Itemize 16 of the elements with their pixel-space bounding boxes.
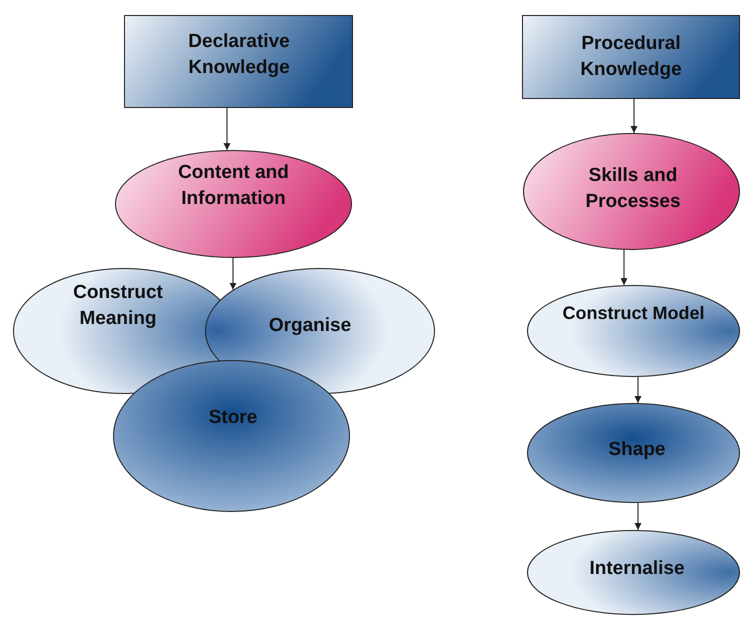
node-label: Content and Information <box>177 161 290 211</box>
arrow <box>620 249 628 286</box>
node-label: Procedural Knowledge <box>579 32 683 82</box>
node-label: Store <box>208 406 258 430</box>
arrow <box>630 98 638 134</box>
arrow <box>634 502 642 531</box>
node-label: Construct Model <box>562 302 706 325</box>
node-label: Construct Meaning <box>72 281 164 331</box>
arrow <box>634 376 642 404</box>
arrow <box>230 258 236 290</box>
node-label: Skills and Processes <box>584 164 682 214</box>
node-label: Declarative Knowledge <box>187 30 291 80</box>
node-label: Shape <box>607 438 667 462</box>
node-label: Internalise <box>588 557 686 581</box>
arrow <box>224 108 230 151</box>
node-label: Organise <box>268 314 352 338</box>
